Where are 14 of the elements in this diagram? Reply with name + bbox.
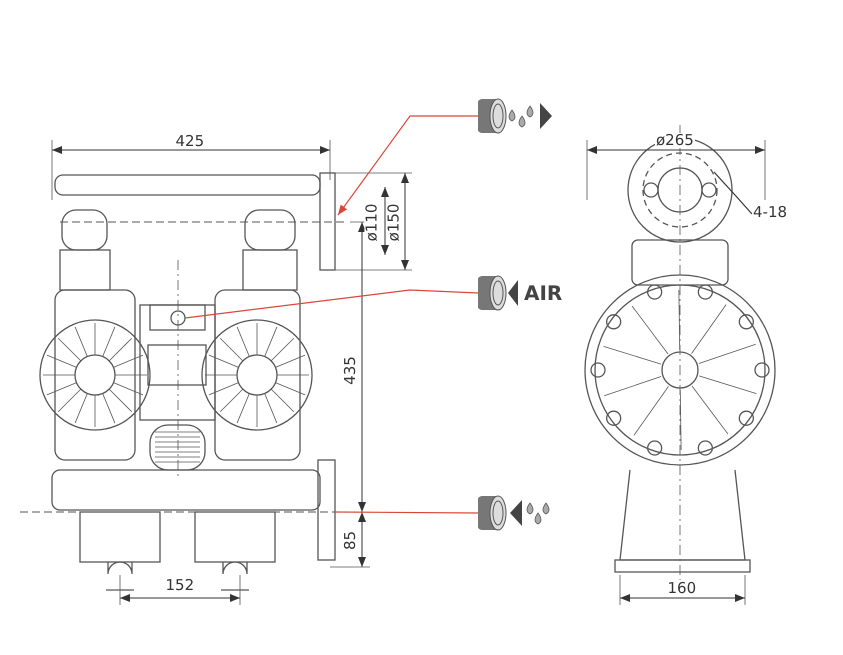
- port-label: AIR: [524, 281, 562, 305]
- dimension-label: ø110: [364, 202, 380, 242]
- leader-line: [184, 289, 478, 319]
- leader-line: [714, 172, 752, 214]
- dimension-label: 85: [342, 529, 358, 551]
- dimension-label: 425: [174, 134, 206, 148]
- leader-line: [335, 511, 478, 514]
- dimension-label: 160: [666, 580, 698, 596]
- leader-line: [338, 115, 478, 216]
- dimension-label: 435: [342, 354, 358, 386]
- dimension-label: ø150: [386, 202, 402, 242]
- dimension-label: 152: [164, 578, 196, 592]
- dimension-label: ø265: [655, 132, 695, 148]
- dimension-label: 4-18: [752, 205, 788, 220]
